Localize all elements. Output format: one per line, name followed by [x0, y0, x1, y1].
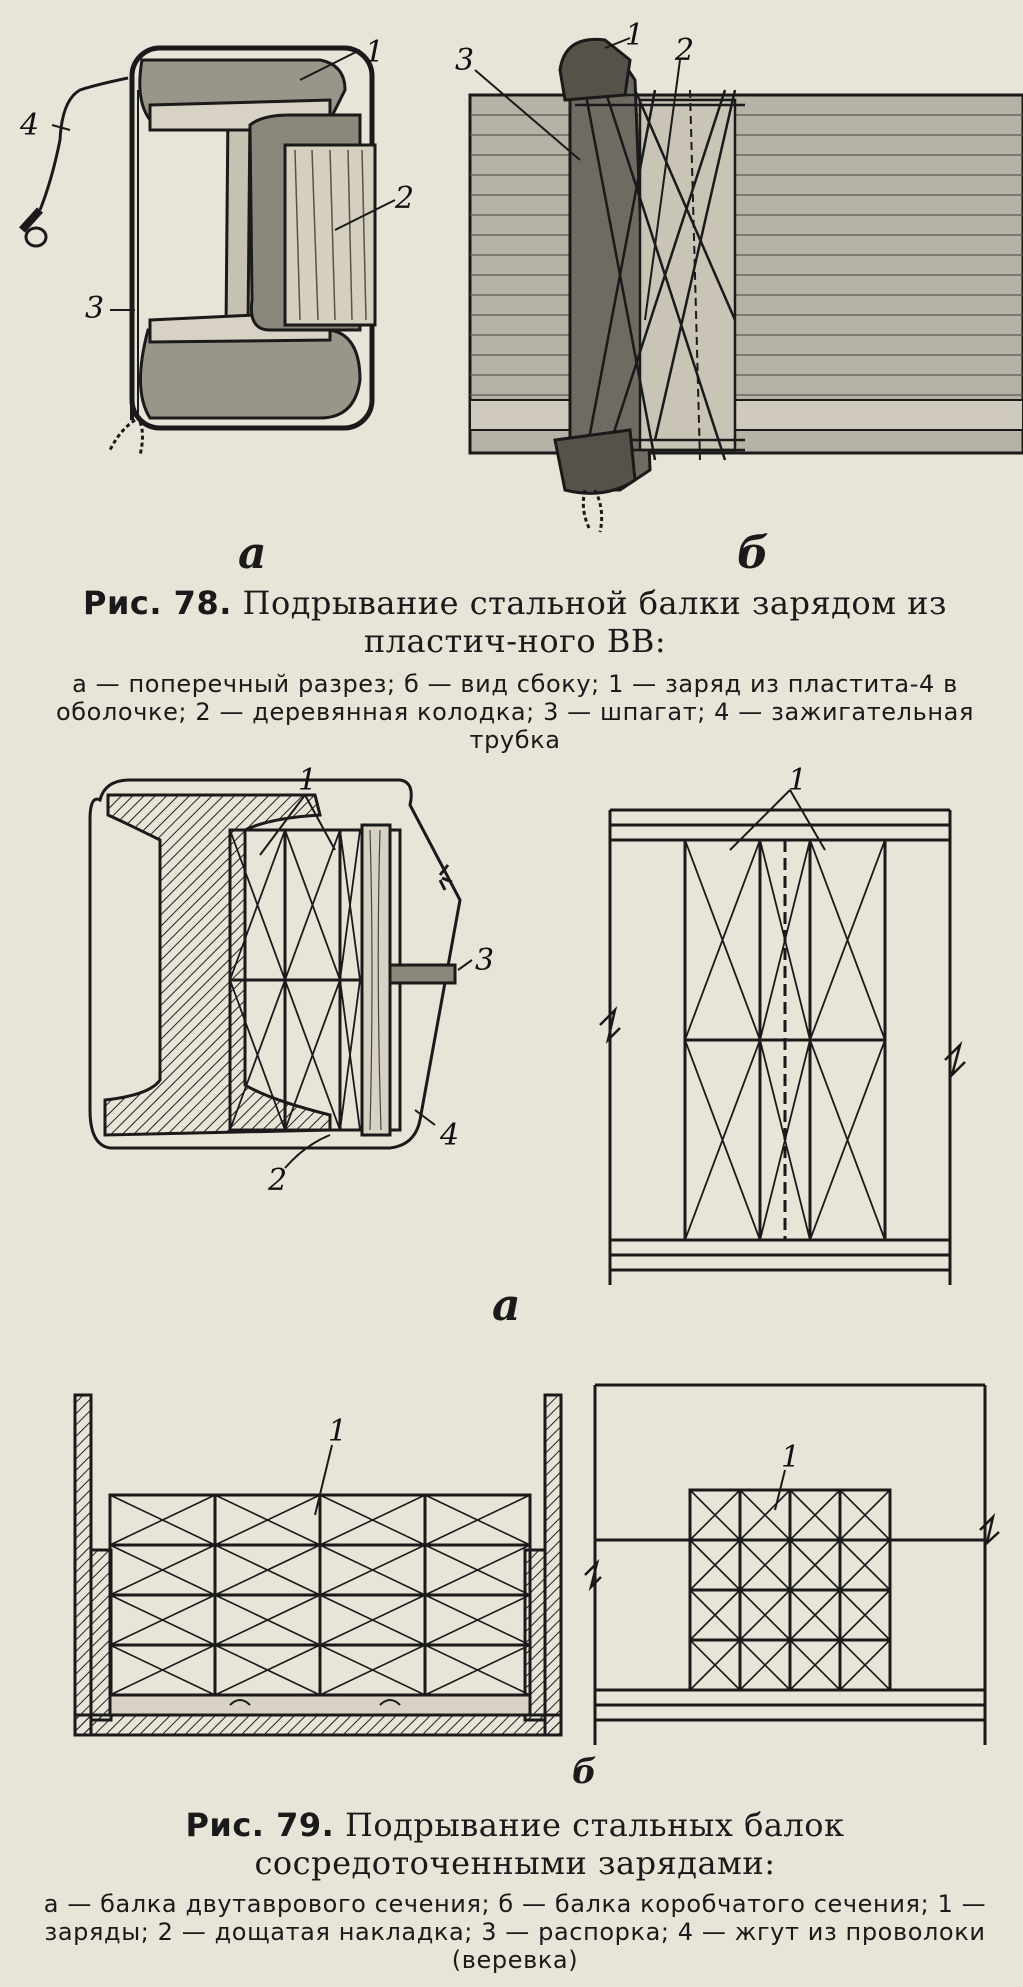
fig79-caption-title: Рис. 79. Подрывание стальных балок сосре… — [20, 1806, 1010, 1882]
fig78a-cross-section-drawing: 1 2 3 4 — [19, 35, 414, 456]
fig79b-left-callout-1: 1 — [328, 1414, 347, 1449]
fig78b-side-view-drawing: 3 1 2 — [455, 18, 1023, 533]
fig78-sublabel-b: б — [737, 528, 769, 579]
fig78-caption-text: Подрывание стальной балки зарядом из пла… — [242, 584, 947, 660]
fig78b-callout-2: 2 — [674, 33, 694, 68]
fig78a-callout-3: 3 — [85, 291, 104, 326]
fig79a-left-callout-3: 3 — [475, 943, 494, 978]
fig79-sublabel-b: б — [572, 1752, 597, 1792]
fig79-caption-legend: а — балка двутаврового сечения; б — балк… — [43, 1890, 987, 1974]
fig78-caption-title: Рис. 78. Подрывание стальной балки заряд… — [20, 584, 1010, 660]
fig79b-right-callout-1: 1 — [781, 1440, 800, 1475]
fig79a-left-callout-1: 1 — [298, 763, 317, 798]
fig78b-callout-3: 3 — [455, 43, 474, 78]
fig79-caption-number: Рис. 79. — [185, 1806, 335, 1844]
fig79a-cross-section-drawing: 1 3 4 2 — [88, 763, 494, 1198]
fig78a-callout-4: 4 — [19, 108, 39, 143]
fig78a-callout-1: 1 — [365, 35, 384, 70]
fig78a-callout-2: 2 — [394, 181, 414, 216]
fig79a-right-callout-1: 1 — [788, 763, 807, 798]
fig78-caption-number: Рис. 78. — [83, 584, 232, 622]
fig78-sublabel-a: а — [238, 528, 267, 579]
fig79a-left-callout-4: 4 — [439, 1118, 459, 1153]
fig79b-side-view-drawing: 1 — [584, 1383, 1000, 1745]
fig79-sublabel-a: а — [492, 1280, 521, 1331]
fig79b-cross-section-drawing: 1 — [73, 1393, 563, 1737]
fig79a-side-view-drawing: 1 — [599, 763, 966, 1285]
fig78-caption-legend: а — поперечный разрез; б — вид сбоку; 1 … — [56, 670, 974, 754]
fig79-caption-text: Подрывание стальных балок сосредоточенны… — [254, 1806, 845, 1882]
fig79a-left-callout-2: 2 — [267, 1163, 287, 1198]
fig78b-callout-1: 1 — [625, 18, 644, 53]
